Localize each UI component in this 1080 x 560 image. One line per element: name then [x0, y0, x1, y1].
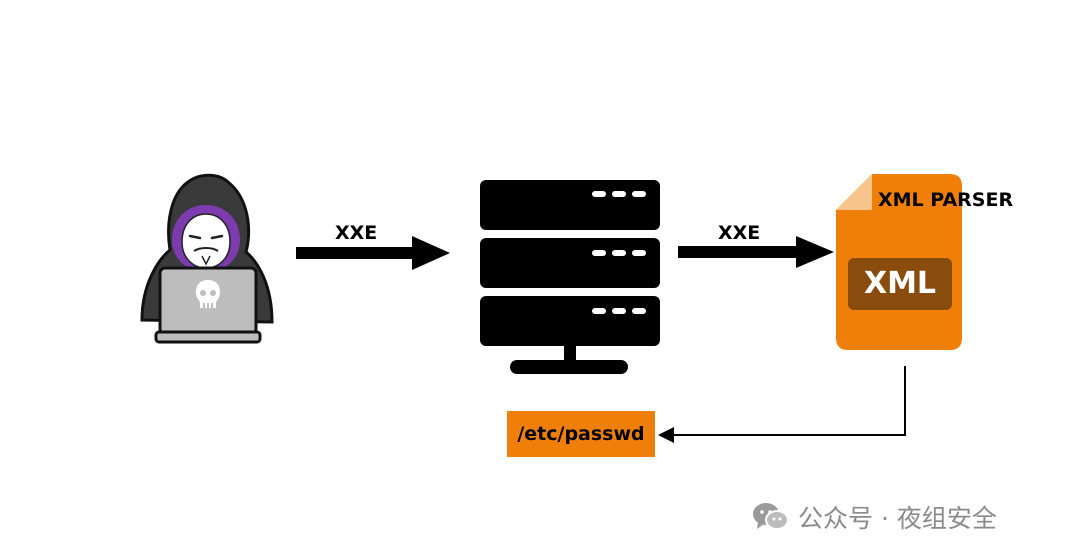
xml-parser-label: XML PARSER	[878, 189, 1014, 211]
leaked-file-label: /etc/passwd	[517, 423, 645, 445]
xml-file-icon	[836, 174, 962, 350]
arrow-right-icon	[296, 236, 450, 270]
watermark-text: 公众号 · 夜组安全	[798, 504, 997, 533]
xml-badge-label: XML	[863, 266, 937, 301]
arrow-right-icon	[678, 236, 834, 268]
leaked-file-box-bg	[507, 411, 655, 457]
server-icon	[480, 180, 660, 374]
watermark: 公众号 · 夜组安全	[752, 497, 997, 537]
edge-label-attacker-server: XXE	[335, 222, 378, 244]
wechat-icon	[753, 503, 789, 530]
skull-icon	[196, 280, 220, 308]
edge-label-server-parser: XXE	[718, 222, 761, 244]
hacker-icon	[140, 173, 274, 344]
arrow-left-icon	[658, 366, 906, 443]
